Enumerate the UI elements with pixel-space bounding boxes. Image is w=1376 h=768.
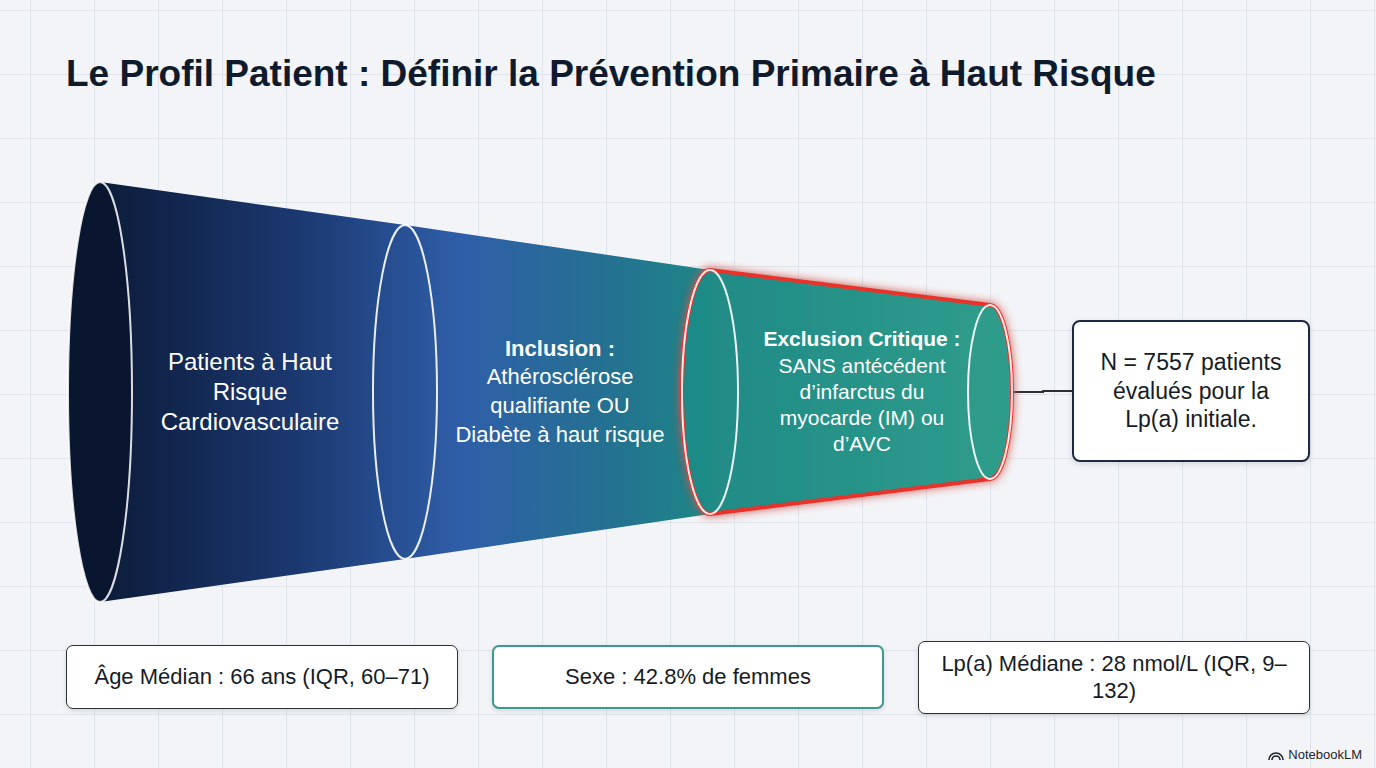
segment-heading: Exclusion Critique : [755,326,970,352]
watermark: NotebookLM [1268,747,1362,762]
segment-body: SANS antécédent d’infarctus du myocarde … [755,353,970,458]
stat-box: Âge Médian : 66 ans (IQR, 60–71) [66,645,458,709]
segment-text: Patients à Haut Risque Cardiovasculaire [135,347,365,437]
stat-box: Sexe : 42.8% de femmes [492,645,884,709]
segment-text: Inclusion :Athérosclérose qualifiante OU… [450,335,670,449]
connector-line [1014,391,1072,392]
segment-heading: Inclusion : [450,335,670,364]
watermark-text: NotebookLM [1288,747,1362,762]
segment-text: Exclusion Critique :SANS antécédent d’in… [755,326,970,457]
box-text: Âge Médian : 66 ans (IQR, 60–71) [94,663,429,691]
result-box: N = 7557 patients évalués pour la Lp(a) … [1072,320,1310,462]
box-text: Sexe : 42.8% de femmes [565,663,811,691]
box-text: Lp(a) Médiane : 28 nmol/L (IQR, 9–132) [933,650,1295,705]
box-text: N = 7557 patients évalués pour la Lp(a) … [1088,348,1294,434]
segment-body: Athérosclérose qualifiante OU Diabète à … [450,363,670,449]
watermark-icon [1268,749,1284,761]
stat-box: Lp(a) Médiane : 28 nmol/L (IQR, 9–132) [918,641,1310,714]
segment-body: Patients à Haut Risque Cardiovasculaire [135,347,365,437]
funnel-segment: Exclusion Critique :SANS antécédent d’in… [680,266,1014,518]
title: Le Profil Patient : Définir la Préventio… [66,50,1156,97]
